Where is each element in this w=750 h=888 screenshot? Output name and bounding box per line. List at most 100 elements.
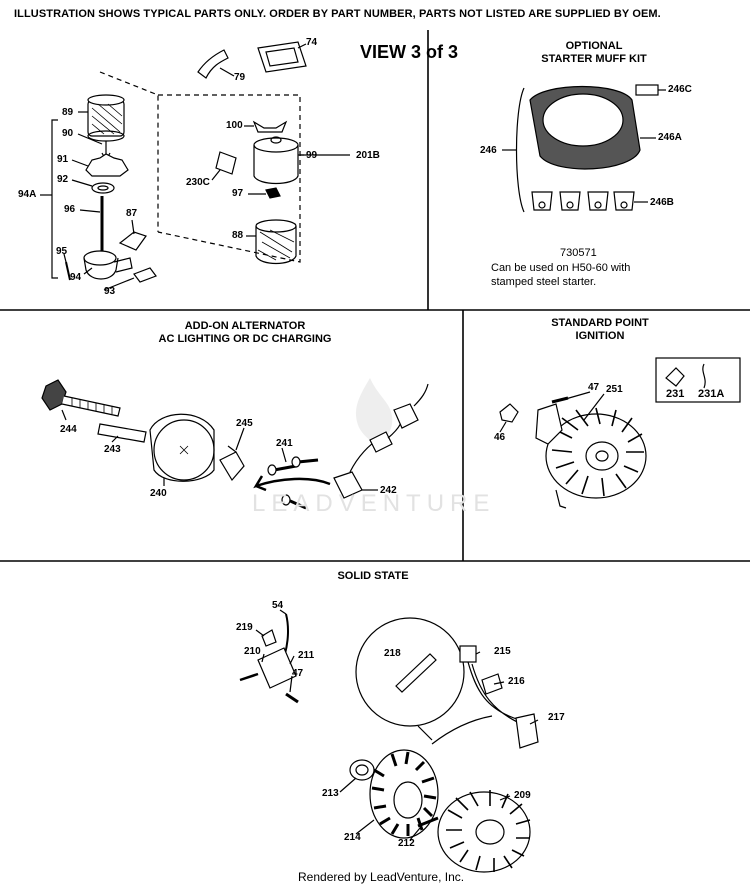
- tag-246c: [635, 84, 659, 96]
- bracket-245: [219, 445, 245, 482]
- callout-213: 213: [322, 788, 339, 799]
- bushing-213: [349, 759, 375, 781]
- nut-97: [265, 187, 281, 199]
- callout-214: 214: [344, 832, 361, 843]
- gasket-87: [118, 231, 147, 251]
- alternator-title-line1: ADD-ON ALTERNATOR: [184, 320, 306, 332]
- parts-notice: ILLUSTRATION SHOWS TYPICAL PARTS ONLY. O…: [14, 8, 661, 20]
- callout-99: 99: [306, 150, 318, 161]
- leader-96: [79, 209, 101, 213]
- callout-242: 242: [380, 485, 397, 496]
- flywheel-251: [545, 407, 647, 499]
- point-ignition-title-line2: IGNITION: [575, 330, 625, 342]
- leader-93: [103, 277, 135, 291]
- leader-215: [475, 651, 481, 655]
- part-218: [395, 653, 437, 693]
- leader-95: [63, 253, 67, 263]
- callout-216: 216: [508, 676, 525, 687]
- leader-212: [409, 827, 421, 841]
- part-231: [665, 367, 685, 387]
- stator-wire: [431, 715, 493, 745]
- callout-251: 251: [606, 384, 623, 395]
- callout-217: 217: [548, 712, 565, 723]
- callout-92: 92: [57, 174, 69, 185]
- leader-87: [131, 219, 135, 235]
- callout-93: 93: [104, 286, 116, 297]
- filter-88: [255, 219, 297, 265]
- screw-210: [239, 672, 259, 682]
- hose-79: [197, 49, 229, 79]
- points-wire: [555, 489, 567, 509]
- muff-ring-246a: [529, 86, 641, 170]
- dashed-outline: [99, 71, 159, 232]
- screws-241: [267, 456, 319, 510]
- leader-54: [279, 609, 287, 615]
- leader-241: [281, 447, 287, 463]
- detail-pointer: [417, 725, 433, 741]
- callout-47-ignition: 47: [588, 382, 600, 393]
- alternator-rotor-240: [149, 413, 215, 482]
- leader-46: [499, 421, 507, 433]
- tag-230c: [215, 151, 237, 175]
- bracket-246: [515, 87, 525, 213]
- leader-214: [355, 819, 375, 835]
- washer-92: [91, 182, 115, 194]
- callout-245: 245: [236, 418, 253, 429]
- leader-217: [529, 719, 539, 725]
- leader-91: [71, 159, 89, 167]
- solid-state-title: SOLID STATE: [337, 570, 409, 582]
- leader-216: [493, 681, 505, 685]
- callout-244: 244: [60, 424, 77, 435]
- alternator-title-line2: AC LIGHTING OR DC CHARGING: [158, 333, 332, 345]
- callout-89: 89: [62, 107, 74, 118]
- watermark-logo: [355, 378, 393, 450]
- screw-95: [65, 261, 71, 281]
- starter-muff-title-line1: OPTIONAL: [565, 40, 623, 52]
- callout-219: 219: [236, 622, 253, 633]
- callout-100: 100: [226, 120, 243, 131]
- callout-215: 215: [494, 646, 511, 657]
- nut-46: [499, 403, 519, 423]
- direction-arrow: [253, 475, 331, 492]
- leader-79: [219, 67, 235, 77]
- callout-74: 74: [306, 37, 318, 48]
- callout-90: 90: [62, 128, 74, 139]
- callout-79: 79: [234, 72, 246, 83]
- part-231a: [702, 363, 706, 389]
- callout-201b: 201B: [356, 150, 380, 161]
- filter-base-94: [83, 250, 133, 280]
- screw-47-bottom: [285, 692, 299, 704]
- cover-91: [85, 153, 129, 177]
- callout-240: 240: [150, 488, 167, 499]
- callout-46: 46: [494, 432, 506, 443]
- callout-246c: 246C: [668, 84, 692, 95]
- callout-88: 88: [232, 230, 244, 241]
- callout-94a: 94A: [18, 189, 37, 200]
- kit-note-line2: stamped steel starter.: [491, 276, 597, 288]
- gasket-74: [257, 41, 307, 73]
- view-indicator: VIEW 3 of 3: [360, 42, 459, 62]
- callout-231: 231: [666, 388, 685, 400]
- leader-92: [71, 179, 93, 187]
- callout-209: 209: [514, 790, 531, 801]
- callout-210: 210: [244, 646, 261, 657]
- leader-219: [255, 629, 265, 637]
- module-211: [257, 647, 297, 689]
- kit-note-line1: Can be used on H50-60 with: [491, 262, 631, 274]
- callout-231a: 231A: [698, 388, 725, 400]
- leader-243: [111, 435, 119, 443]
- leader-90: [77, 133, 103, 145]
- point-ignition-title-line1: STANDARD POINT: [551, 317, 649, 329]
- callout-94: 94: [70, 272, 82, 283]
- fitting-93: [133, 267, 157, 283]
- callout-243: 243: [104, 444, 121, 455]
- leader-211: [289, 655, 295, 665]
- bracket-94a: [51, 119, 58, 279]
- leader-230c: [211, 169, 221, 181]
- leader-74: [297, 43, 307, 49]
- callout-95: 95: [56, 246, 68, 257]
- clip-219: [261, 629, 277, 647]
- dashed-outline-right: [157, 94, 301, 263]
- starter-muff-title: OPTIONAL STARTER MUFF KIT: [514, 40, 674, 66]
